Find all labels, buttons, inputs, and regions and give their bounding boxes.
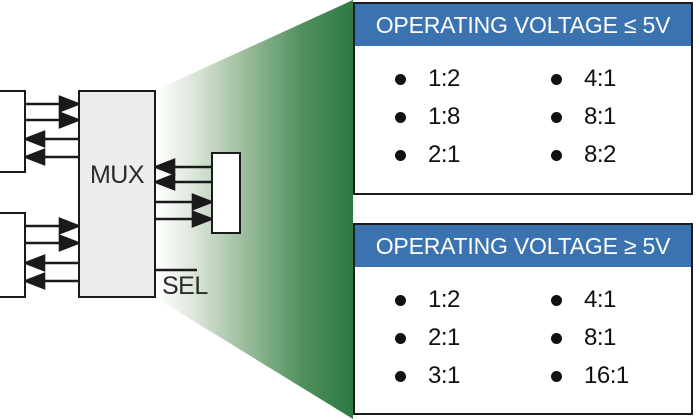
- list-item: 2:1: [395, 136, 523, 174]
- list-item: 3:1: [395, 357, 523, 395]
- list-item: 8:2: [551, 136, 691, 174]
- list-item: 1:2: [395, 60, 523, 98]
- list-item: 4:1: [551, 281, 691, 319]
- left-block-bottom: [0, 212, 26, 298]
- bullet-icon: [395, 294, 406, 306]
- bullet-icon: [395, 111, 406, 123]
- panel-low-column-right: 4:1 8:1 8:2: [523, 60, 691, 174]
- list-item: 16:1: [551, 357, 691, 395]
- panel-header-low: OPERATING VOLTAGE ≤ 5V: [355, 4, 691, 46]
- list-item: 1:2: [395, 281, 523, 319]
- list-item-label: 2:1: [428, 141, 460, 168]
- bullet-icon: [395, 149, 406, 161]
- bullet-icon: [551, 73, 562, 85]
- list-item-label: 2:1: [428, 324, 460, 351]
- list-item-label: 1:8: [428, 103, 460, 130]
- bullet-icon: [551, 294, 562, 306]
- right-block: [211, 152, 241, 234]
- list-item-label: 1:2: [428, 286, 460, 313]
- panel-low-column-left: 1:2 1:8 2:1: [355, 60, 523, 174]
- list-item: 8:1: [551, 319, 691, 357]
- panel-header-high: OPERATING VOLTAGE ≥ 5V: [355, 225, 691, 267]
- panel-high-column-left: 1:2 2:1 3:1: [355, 281, 523, 395]
- list-item-label: 16:1: [584, 362, 629, 389]
- panel-body-low: 1:2 1:8 2:1 4:1 8:1: [355, 46, 691, 174]
- bullet-icon: [395, 332, 406, 344]
- list-item: 2:1: [395, 319, 523, 357]
- list-item-label: 8:1: [584, 324, 616, 351]
- list-item-label: 1:2: [428, 65, 460, 92]
- list-item-label: 3:1: [428, 362, 460, 389]
- bullet-icon: [551, 149, 562, 161]
- list-item-label: 8:1: [584, 103, 616, 130]
- list-item: 4:1: [551, 60, 691, 98]
- list-item: 8:1: [551, 98, 691, 136]
- bullet-icon: [395, 370, 406, 382]
- voltage-panel-low: OPERATING VOLTAGE ≤ 5V 1:2 1:8 2:1: [353, 2, 693, 195]
- panel-high-column-right: 4:1 8:1 16:1: [523, 281, 691, 395]
- list-item-label: 4:1: [584, 286, 616, 313]
- bullet-icon: [551, 111, 562, 123]
- list-item-label: 8:2: [584, 141, 616, 168]
- left-block-top: [0, 90, 26, 173]
- voltage-panel-high: OPERATING VOLTAGE ≥ 5V 1:2 2:1 3:1: [353, 223, 693, 415]
- bullet-icon: [395, 73, 406, 85]
- mux-label: MUX: [89, 161, 145, 189]
- panel-body-high: 1:2 2:1 3:1 4:1 8:1: [355, 267, 691, 395]
- list-item: 1:8: [395, 98, 523, 136]
- list-item-label: 4:1: [584, 65, 616, 92]
- mux-block: [78, 90, 156, 298]
- bullet-icon: [551, 332, 562, 344]
- sel-label: SEL: [162, 272, 208, 300]
- bullet-icon: [551, 370, 562, 382]
